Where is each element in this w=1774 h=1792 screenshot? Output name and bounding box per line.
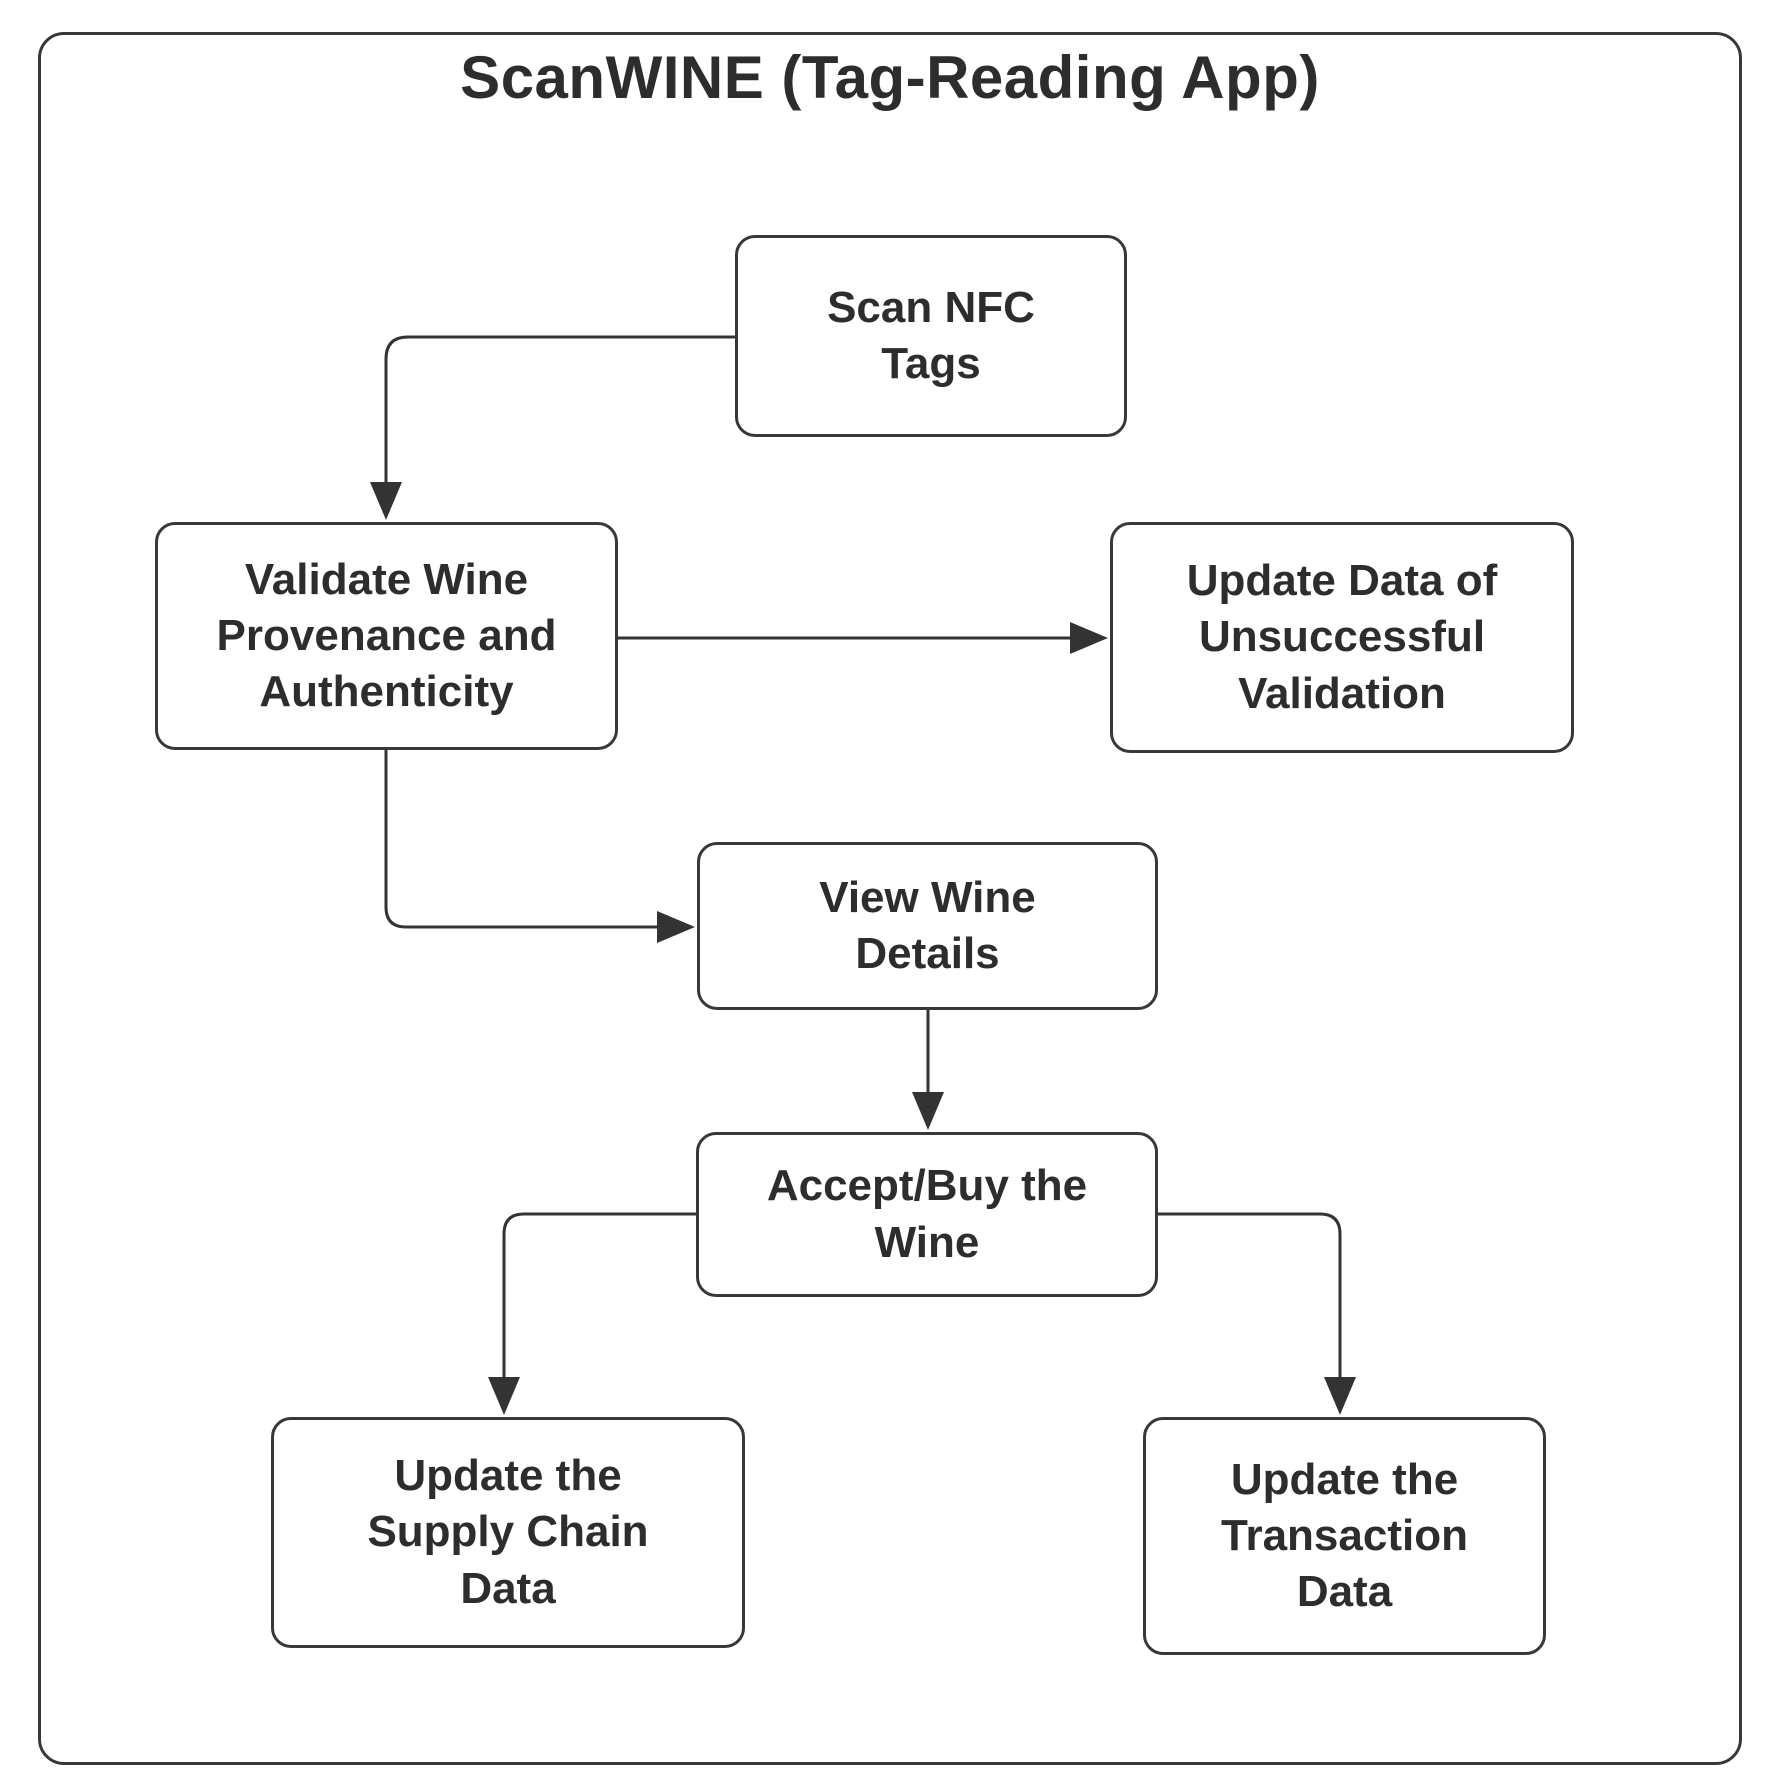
- edge-scan-to-validate-arrowhead: [370, 482, 402, 520]
- edge-accept-to-transaction-arrowhead: [1324, 1377, 1356, 1415]
- node-scan-nfc-tags: Scan NFC Tags: [735, 235, 1127, 437]
- node-accept-buy-the-wine: Accept/Buy the Wine: [696, 1132, 1158, 1297]
- edge-accept-to-supply-arrowhead: [488, 1377, 520, 1415]
- edge-validate-to-unsuccessful-arrowhead: [1070, 622, 1108, 654]
- node-update-data-unsuccessful-validation: Update Data of Unsuccessful Validation: [1110, 522, 1574, 753]
- node-validate-wine-provenance: Validate Wine Provenance and Authenticit…: [155, 522, 618, 750]
- node-update-transaction-data: Update the Transaction Data: [1143, 1417, 1546, 1655]
- node-update-supply-chain-data: Update the Supply Chain Data: [271, 1417, 745, 1648]
- edge-view-to-accept-arrowhead: [912, 1092, 944, 1130]
- edge-accept-to-transaction-line: [1158, 1212, 1342, 1379]
- edge-accept-to-supply-line: [502, 1212, 696, 1379]
- edge-scan-to-validate-line: [384, 335, 735, 484]
- node-view-wine-details: View Wine Details: [697, 842, 1158, 1010]
- diagram-title: ScanWINE (Tag-Reading App): [460, 44, 1320, 111]
- edge-validate-to-view-arrowhead: [657, 911, 695, 943]
- edge-validate-to-view-line: [384, 750, 659, 929]
